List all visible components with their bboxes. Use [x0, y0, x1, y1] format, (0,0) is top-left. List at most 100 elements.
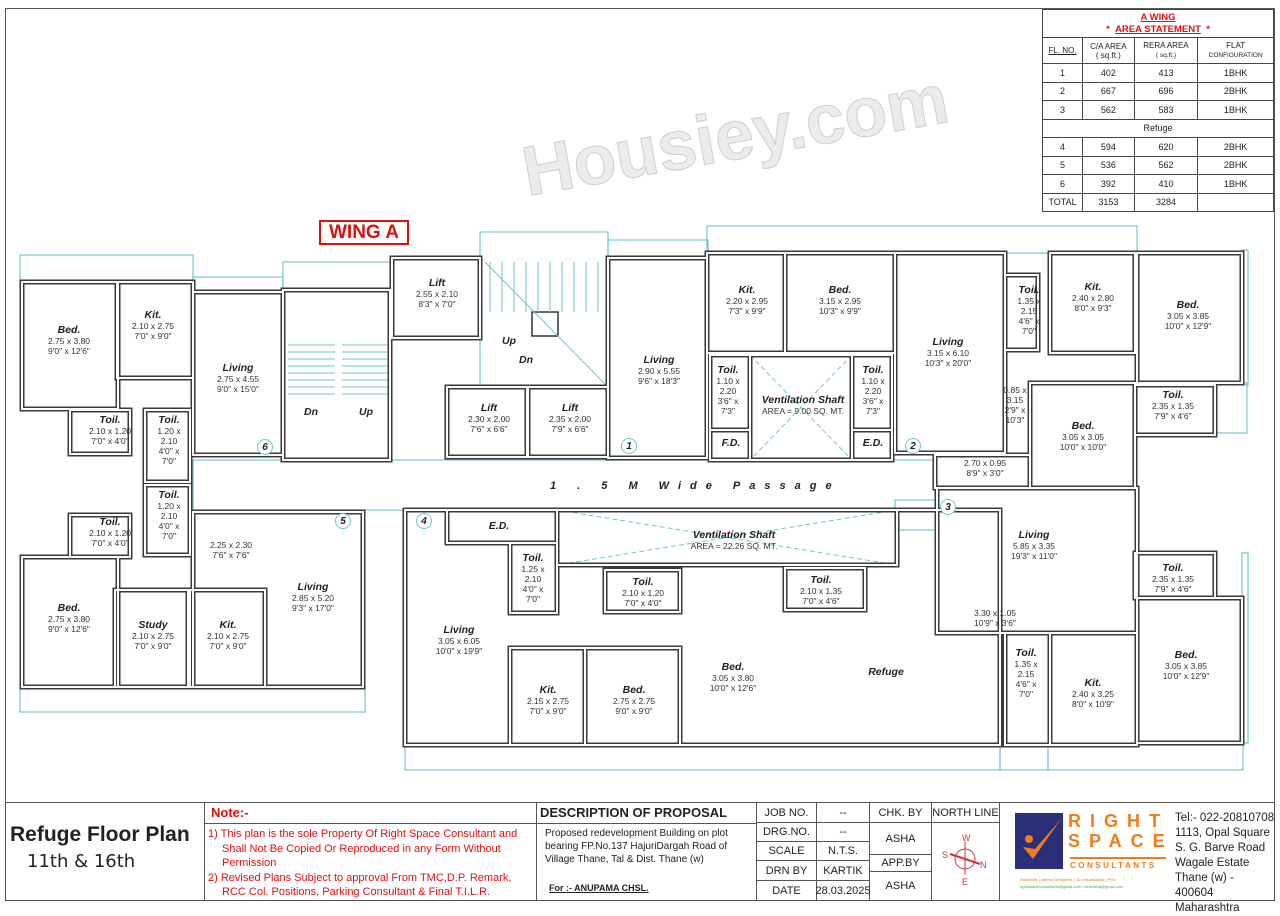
stair-direction-text: Up — [359, 406, 373, 418]
stair-direction-text: Up — [502, 335, 516, 347]
app-by: ASHA — [870, 872, 932, 901]
balcony-outline — [282, 261, 391, 291]
room-name: Bed. — [1174, 649, 1198, 661]
room-dimension: 3.30 x 1.05 — [973, 608, 1017, 618]
room-name: Bed. — [622, 684, 646, 696]
compass-east: E — [962, 877, 968, 887]
compass-north: N — [980, 860, 987, 870]
area-statement-title-1: A WING — [1140, 11, 1176, 23]
shaft-diagonal — [749, 354, 853, 461]
room-label: E.D. — [863, 437, 883, 449]
logo-line-2: SPACE — [1068, 831, 1174, 851]
room-dimension: 2.35 x 2.00 — [548, 414, 592, 424]
wall-inner — [894, 252, 1006, 454]
table-cell: 3153 — [1082, 192, 1135, 212]
table-cell: 536 — [1082, 155, 1135, 175]
flat-number-badge: 1 — [621, 438, 637, 454]
wall-inner — [851, 429, 893, 461]
table-cell: 620 — [1133, 137, 1199, 157]
room-dimension: 7'9" x 6'6" — [551, 424, 589, 434]
room-dimension: 10'9" x 3'6" — [974, 618, 1016, 628]
flat-number-badge: 6 — [257, 439, 273, 455]
room-dimension: 7'0" — [1021, 326, 1037, 336]
wall-inner — [556, 509, 898, 566]
room-name: Refuge — [868, 666, 904, 678]
table-cell: 413 — [1133, 63, 1199, 83]
room-dimension: 10'0" x 12'6" — [709, 683, 757, 693]
client-name: For :- ANUPAMA CHSL. — [549, 883, 649, 893]
wall-inner — [192, 511, 364, 688]
room-dimension: 7'0" x 4'0" — [624, 598, 662, 608]
room-dimension: 10'3" — [1005, 415, 1025, 425]
shaft-diagonals — [556, 354, 898, 566]
room-dimension: 2.10 — [524, 574, 542, 584]
room-name: Bed. — [57, 602, 81, 614]
wall-inner — [784, 567, 866, 611]
table-cell: 2 — [1041, 81, 1084, 101]
stair-direction-label: Dn — [519, 354, 533, 366]
balcony-outline — [1047, 744, 1244, 771]
logo-line-3: CONSULTANTS — [1070, 857, 1166, 870]
room-dimension: 4'0" x — [158, 446, 180, 456]
room-dimension: AREA = 22.26 SQ. MT. — [690, 541, 778, 551]
title-block: Refuge Floor Plan 11th & 16th Note:- 1) … — [5, 802, 1275, 914]
room-dimension: 8'0" x 10'9" — [1072, 699, 1114, 709]
wall-inner — [509, 542, 558, 614]
drawing-title-cell: Refuge Floor Plan 11th & 16th — [5, 803, 205, 900]
room-name: Lift — [561, 402, 579, 414]
room-dimension: AREA = 9.00 SQ. MT. — [762, 406, 844, 416]
drawing-floors: 11th & 16th — [27, 851, 136, 872]
room-dimension: 2.30 x 2.00 — [467, 414, 511, 424]
room-dimension: 2.15 x 2.75 — [526, 696, 570, 706]
room-name: Living — [297, 581, 329, 593]
room-name: Bed. — [1176, 299, 1200, 311]
room-dimension: 2.10 x 2.75 — [131, 631, 175, 641]
room-dimension: 4'6" x — [1018, 316, 1040, 326]
room-name: Toil. — [158, 489, 180, 501]
room-name: Kit. — [219, 619, 237, 631]
description-cell: DESCRIPTION OF PROPOSAL Proposed redevel… — [537, 803, 757, 900]
wall-inner — [144, 409, 191, 483]
chk-by-label: CHK. BY — [870, 803, 932, 823]
header-ca-area: C/A AREA( sq.ft.) — [1082, 37, 1135, 64]
wall-inner — [1004, 274, 1039, 351]
logo-tagline: Architects | Interior Designers | 3D Vis… — [1020, 877, 1117, 882]
room-dimension: 9'0" x 12'6" — [48, 346, 90, 356]
room-name: Kit. — [738, 284, 756, 296]
table-cell: 1 — [1041, 63, 1084, 83]
room-name: Ventilation Shaft — [692, 529, 776, 541]
room-dimension: 10'0" x 12'9" — [1164, 321, 1212, 331]
logo-email: rightspaceconsultants@gmail.com / dereas… — [1020, 884, 1124, 889]
north-line-label: NORTH LINE — [932, 803, 999, 823]
room-dimension: 2.40 x 2.80 — [1071, 293, 1115, 303]
room-dimension: 7'3" — [865, 406, 881, 416]
room-dimension: 7'0" x 4'6" — [802, 596, 840, 606]
wall — [190, 509, 366, 690]
room-dimension: 3.15 x 2.95 — [818, 296, 862, 306]
table-cell: 1BHK — [1197, 63, 1274, 83]
room-dimension: 2.10 x 1.35 — [799, 586, 843, 596]
room-name: Kit. — [144, 309, 162, 321]
room-dimension: 2.35 x 1.35 — [1151, 574, 1195, 584]
